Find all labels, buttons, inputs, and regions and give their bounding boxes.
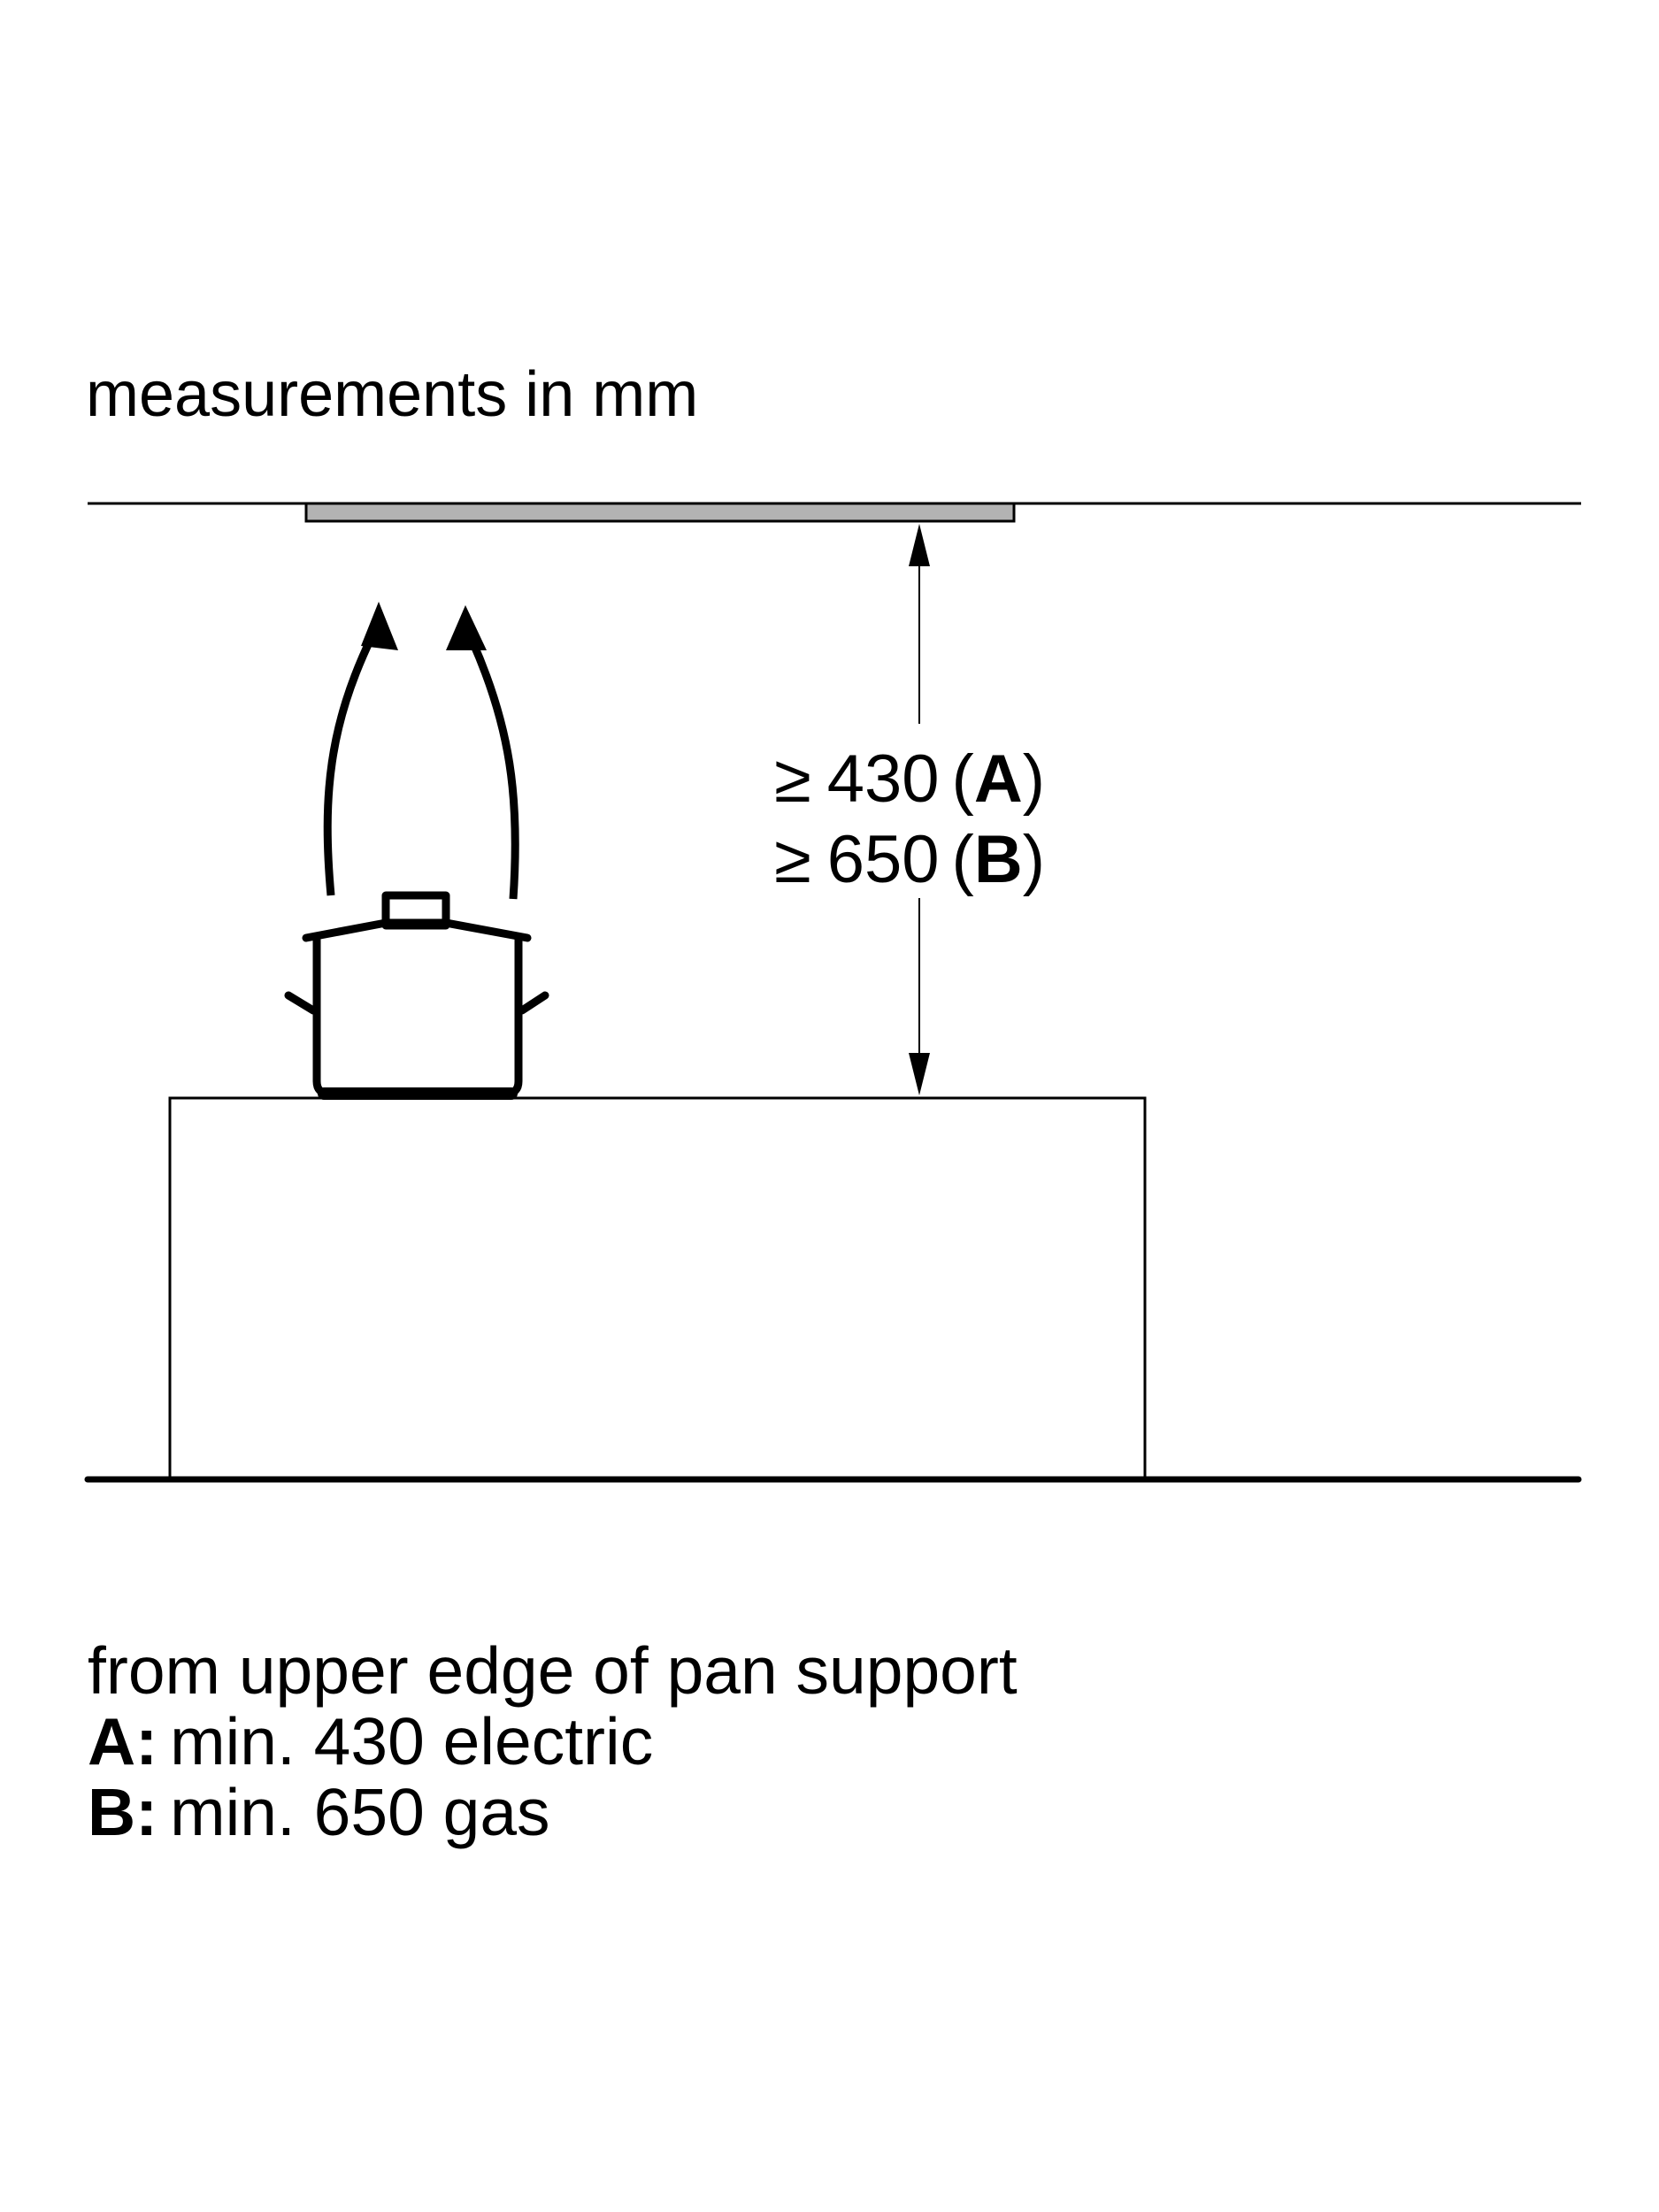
dimension-label-a: ≥430(A) (774, 741, 1045, 817)
dimension-label-b: ≥650(B) (774, 822, 1045, 897)
legend-item-a: A:min. 430 electric (88, 1704, 653, 1778)
arrow-down-icon (909, 1053, 930, 1095)
legend-item-b: B:min. 650 gas (88, 1775, 550, 1849)
legend-note: from upper edge of pan support (88, 1633, 1018, 1708)
hood-panel (304, 502, 1016, 523)
cooking-pot-icon (284, 891, 549, 1100)
units-note: measurements in mm (86, 359, 698, 430)
arrow-up-icon (909, 524, 930, 566)
steam-arrows-icon (323, 602, 519, 900)
dimension-arrow (909, 524, 930, 1095)
hob-cabinet (168, 1096, 1147, 1481)
